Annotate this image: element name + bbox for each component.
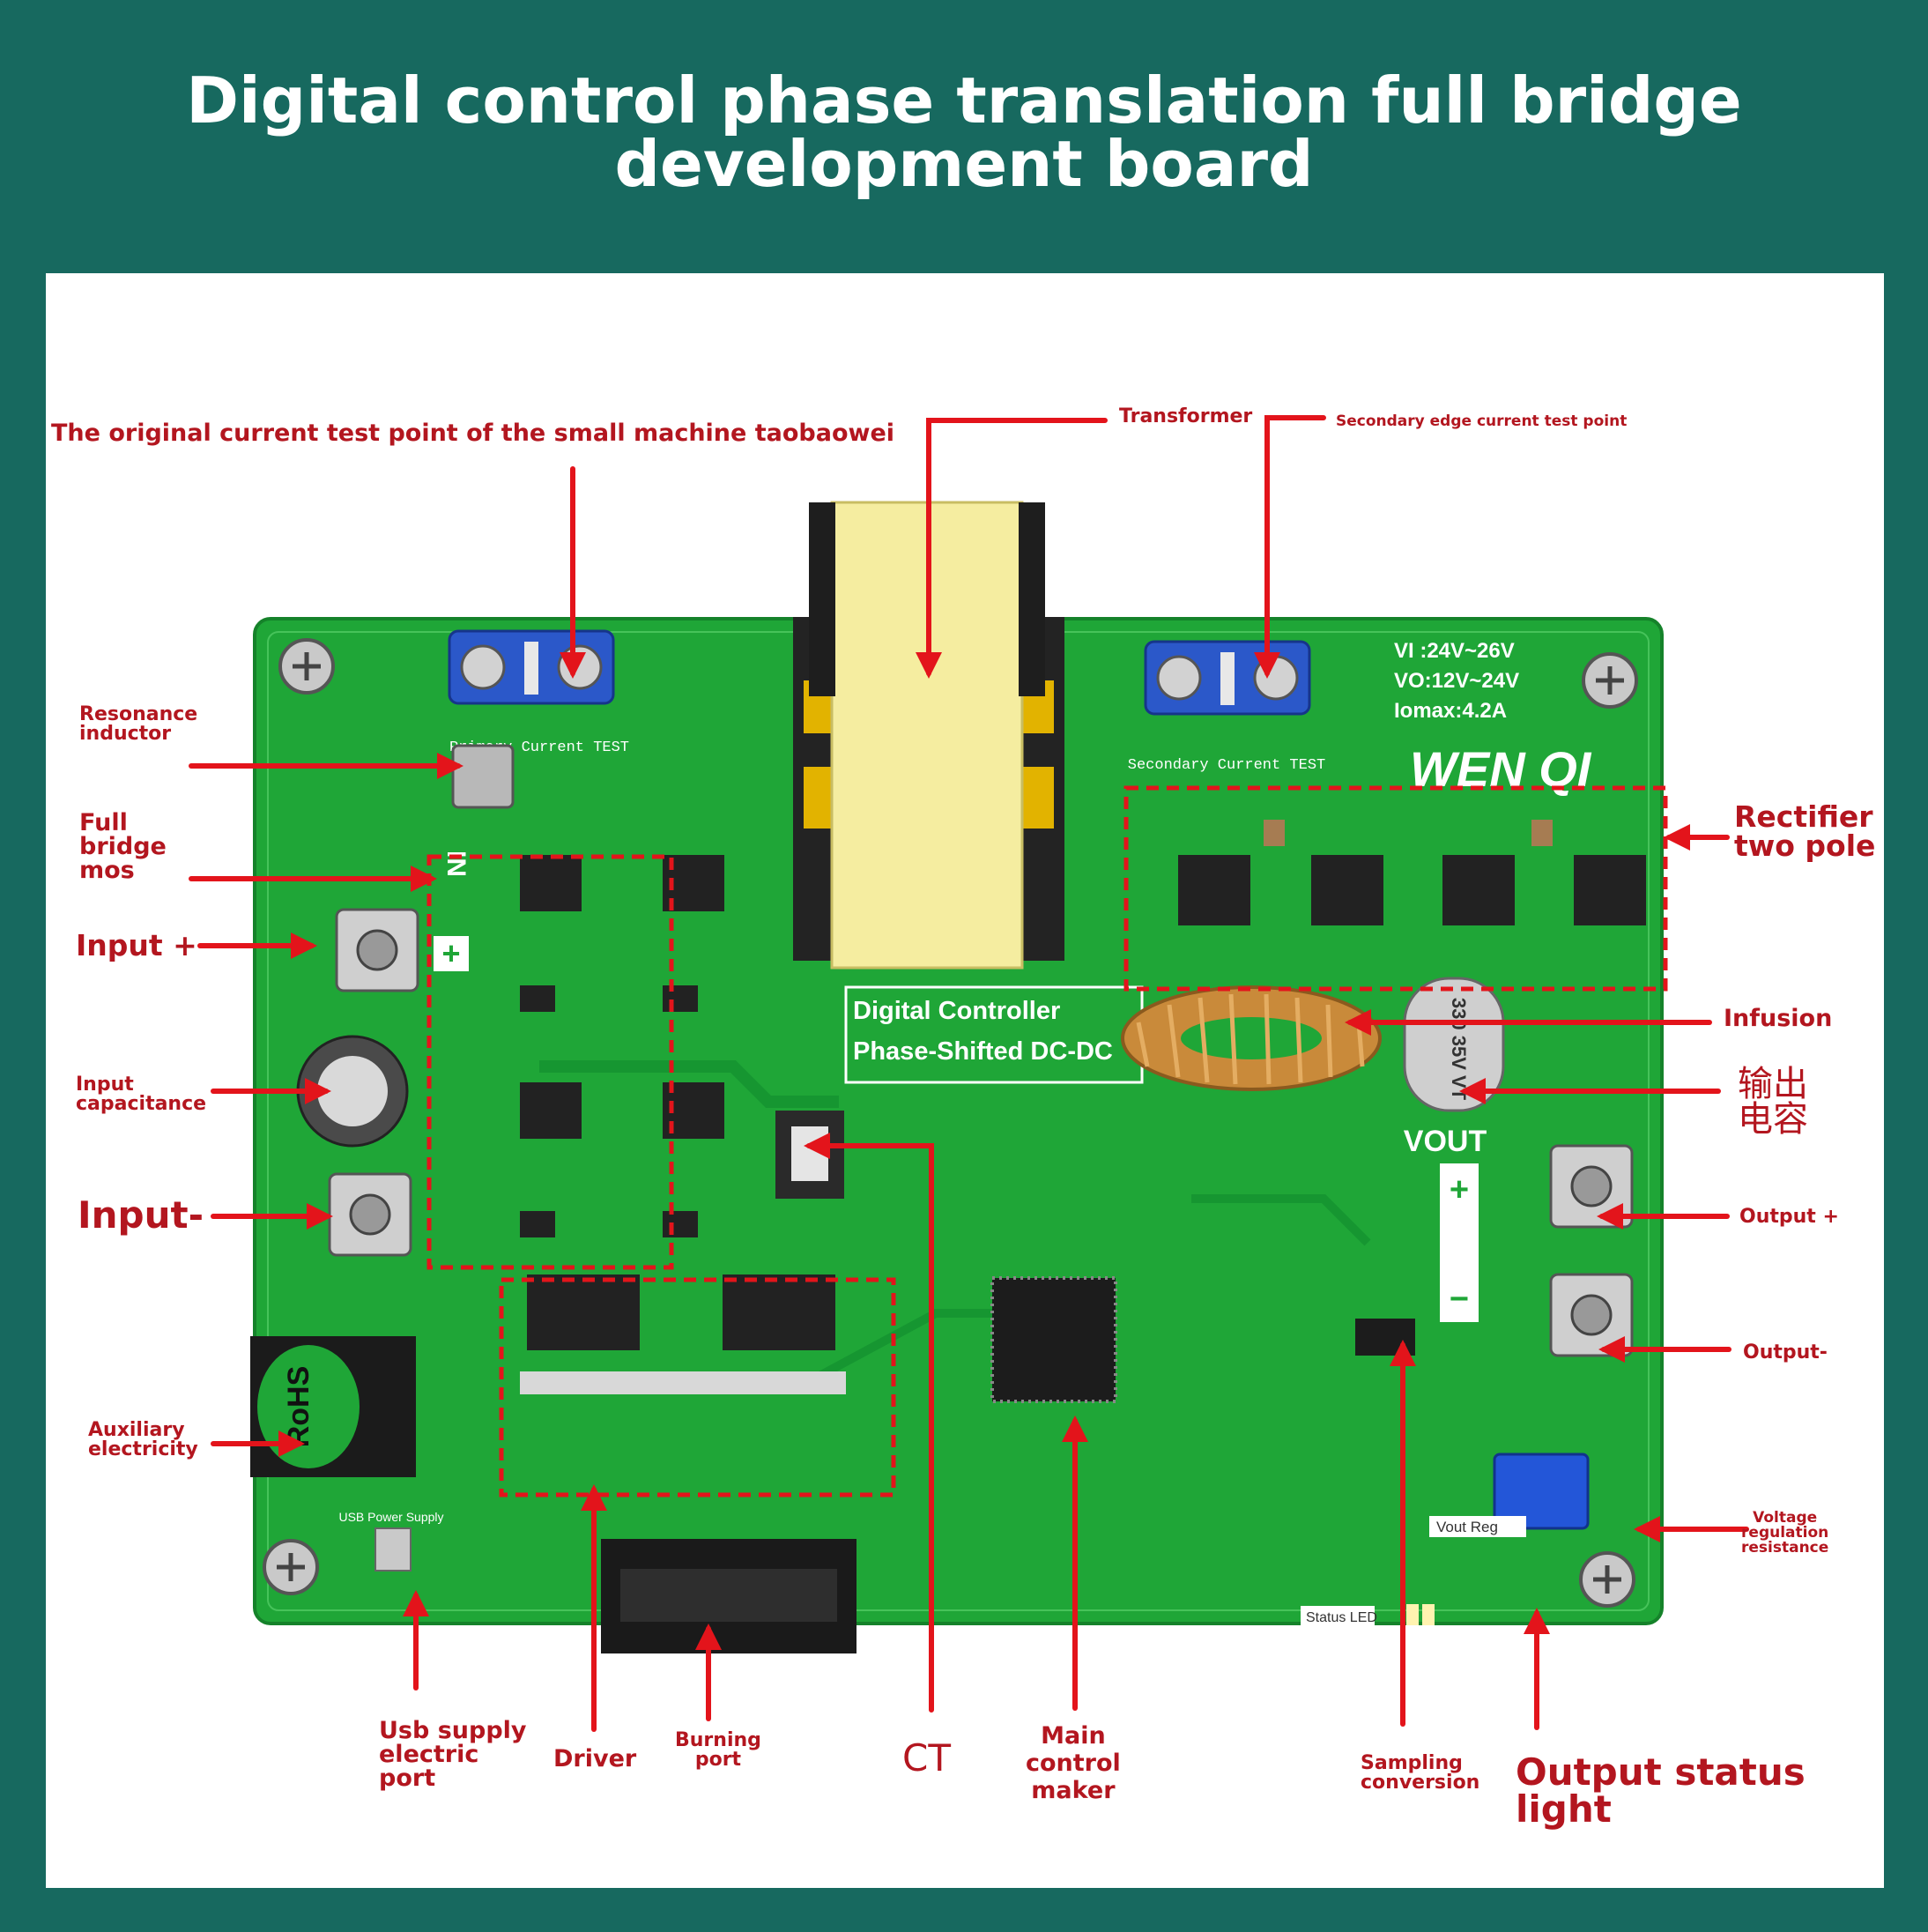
label-resonance-inductor: Resonance inductor xyxy=(79,703,198,745)
label-auxiliary: Auxiliary electricity xyxy=(88,1419,198,1460)
controller-line-2: Phase-Shifted DC-DC xyxy=(853,1037,1113,1066)
vout-silkscreen: VOUT xyxy=(1404,1125,1487,1158)
output-minus-terminal xyxy=(1549,1273,1634,1357)
output-minus-silkscreen: − xyxy=(1450,1281,1469,1318)
usb-port: USB Power Supply xyxy=(338,1510,444,1572)
programming-header xyxy=(601,1539,856,1653)
mounting-screw-icon xyxy=(1582,652,1638,709)
arrow-secondary-test-point xyxy=(1254,415,1326,679)
label-input-plus: Input + xyxy=(76,928,197,962)
input-capacitor xyxy=(296,1035,409,1148)
mounting-screw-icon xyxy=(278,638,335,695)
resonance-inductor xyxy=(451,744,515,809)
auxiliary-power-module: RoHS xyxy=(250,1336,416,1477)
label-full-bridge-mos: Full bridge mos xyxy=(79,809,167,884)
arrow-ct xyxy=(804,1133,934,1713)
label-status-light: Output status light xyxy=(1516,1750,1806,1831)
current-transformer xyxy=(775,1111,844,1199)
output-capacitor: 330 35V VT xyxy=(1403,977,1505,1112)
plus-silkscreen: + xyxy=(441,935,460,971)
usb-silkscreen: USB Power Supply xyxy=(338,1510,443,1524)
diagram-panel: Primary Current TEST Secondary Current T… xyxy=(46,273,1884,1888)
output-plus-silkscreen: + xyxy=(1450,1171,1469,1208)
input-minus-terminal xyxy=(328,1172,412,1257)
label-original-test-point: The original current test point of the s… xyxy=(51,420,895,447)
board-diagram: Primary Current TEST Secondary Current T… xyxy=(189,415,1749,1732)
vout-reg-silkscreen: Vout Reg xyxy=(1436,1519,1498,1535)
controller-line-1: Digital Controller xyxy=(853,997,1060,1025)
label-burning-port: Burning port xyxy=(675,1729,761,1771)
arrow-transformer xyxy=(916,418,1108,679)
label-output-capacitor: 输出 电容 xyxy=(1738,1064,1808,1140)
spec-vo: VO:12V~24V xyxy=(1394,669,1519,693)
label-input-minus: Input- xyxy=(78,1193,204,1237)
label-transformer: Transformer xyxy=(1119,405,1253,427)
label-input-capacitance: Input capacitance xyxy=(76,1074,207,1115)
driver-highlight-box xyxy=(499,1277,896,1497)
label-infusion: Infusion xyxy=(1724,1005,1833,1032)
spec-iomax: Iomax:4.2A xyxy=(1394,699,1507,723)
mounting-screw-icon xyxy=(263,1539,319,1595)
label-main-control: Main control maker xyxy=(1026,1722,1121,1805)
label-output-minus: Output- xyxy=(1743,1341,1828,1364)
output-cap-value: 330 35V VT xyxy=(1448,998,1470,1101)
page-title: Digital control phase translation full b… xyxy=(186,63,1742,201)
rectifier-highlight-box xyxy=(1123,785,1668,992)
rectifier-diodes xyxy=(1178,820,1646,925)
label-secondary-test-point: Secondary edge current test point xyxy=(1336,412,1628,430)
status-led-silkscreen: Status LED xyxy=(1306,1610,1377,1625)
mounting-screw-icon xyxy=(1579,1551,1635,1608)
label-rectifier: Rectifier two pole xyxy=(1734,799,1876,863)
voltage-regulation-potentiometer: Vout Reg xyxy=(1429,1453,1590,1537)
label-output-plus: Output + xyxy=(1739,1206,1839,1228)
input-plus-terminal: + xyxy=(335,908,469,992)
label-usb-port: Usb supply electric port xyxy=(379,1717,527,1792)
label-ct: CT xyxy=(902,1736,951,1780)
label-sampling: Sampling conversion xyxy=(1361,1752,1480,1794)
main-control-mcu xyxy=(990,1276,1117,1403)
sampling-ic xyxy=(1355,1319,1415,1356)
rohs-mark: RoHS xyxy=(282,1366,315,1448)
secondary-test-text: Secondary Current TEST xyxy=(1128,757,1325,774)
label-voltage-regulation: Voltage regulation resistance xyxy=(1741,1509,1829,1557)
mos-highlight-box xyxy=(426,854,674,1270)
output-toroidal-inductor xyxy=(1121,985,1382,1091)
output-polarity-strip xyxy=(1440,1163,1479,1322)
spec-vi: VI :24V~26V xyxy=(1394,639,1515,663)
status-led: Status LED xyxy=(1301,1604,1435,1627)
label-driver: Driver xyxy=(553,1745,637,1772)
driver-ics xyxy=(520,1274,846,1394)
